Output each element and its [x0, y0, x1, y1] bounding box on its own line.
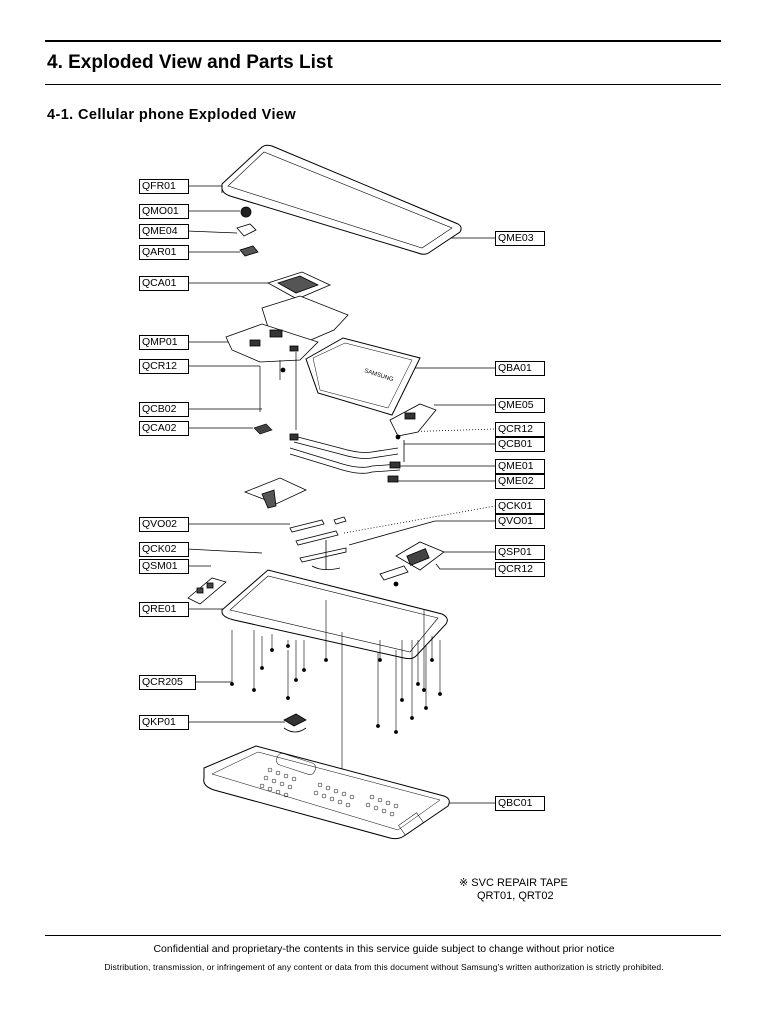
qme04-part [236, 223, 257, 237]
leader-qcr12-b [435, 563, 495, 570]
footer-confidential: Confidential and proprietary-the content… [153, 943, 615, 955]
label-qme01: QME01 [495, 459, 545, 474]
leader-qvo01-a [348, 520, 436, 546]
note-line2: QRT01, QRT02 [477, 890, 554, 902]
label-qvo01: QVO01 [495, 514, 545, 529]
label-qck01: QCK01 [495, 499, 545, 514]
label-qre01: QRE01 [139, 602, 189, 617]
qca02-part [253, 423, 273, 435]
key-part [283, 713, 307, 733]
label-qcr205: QCR205 [139, 675, 196, 690]
side-keys-part [289, 516, 347, 570]
battery-part: SAMSUNG [305, 337, 421, 416]
label-qck02: QCK02 [139, 542, 189, 557]
nfc-flex-part [243, 477, 307, 509]
label-qvo02: QVO02 [139, 517, 189, 532]
speaker-part [379, 541, 445, 587]
title-rule [45, 84, 721, 85]
label-qkp01: QKP01 [139, 715, 189, 730]
footer-distribution: Distribution, transmission, or infringem… [104, 962, 664, 972]
subsection-title: 4-1. Cellular phone Exploded View [47, 107, 297, 123]
label-qme03: QME03 [495, 231, 545, 246]
label-qcr12-right-b: QCR12 [495, 562, 545, 577]
sim-tray-part [187, 577, 227, 605]
label-qcr12: QCR12 [139, 359, 189, 374]
screws-part [230, 600, 442, 780]
label-qar01: QAR01 [139, 245, 189, 260]
note-text: SVC REPAIR TAPE [471, 877, 568, 889]
label-qme05: QME05 [495, 398, 545, 413]
leader-qck01 [343, 505, 496, 534]
label-qca01: QCA01 [139, 276, 189, 291]
leader-qme04 [186, 230, 238, 234]
section-title: 4. Exploded View and Parts List [47, 52, 333, 73]
label-qcb01: QCB01 [495, 437, 545, 452]
label-qsm01: QSM01 [139, 559, 189, 574]
sub-pcb-part [389, 403, 437, 440]
flex-cables-part [289, 433, 405, 483]
footer-rule [45, 935, 721, 936]
label-qcb02: QCB02 [139, 402, 189, 417]
front-display-part [221, 144, 462, 255]
label-qmp01: QMP01 [139, 335, 189, 350]
label-qsp01: QSP01 [495, 545, 545, 560]
back-cover-part [203, 745, 450, 840]
label-qca02: QCA02 [139, 421, 189, 436]
antenna-part [239, 245, 259, 257]
label-qcr12-right-a: QCR12 [495, 422, 545, 437]
label-qme04: QME04 [139, 224, 189, 239]
main-pcb-part [225, 295, 349, 430]
label-qbc01: QBC01 [495, 796, 545, 811]
label-qba01: QBA01 [495, 361, 545, 376]
rear-case-part [221, 569, 448, 660]
top-rule [45, 40, 721, 42]
note-line1: ※ SVC REPAIR TAPE [459, 876, 568, 889]
motor-part [240, 206, 252, 218]
label-qme02: QME02 [495, 474, 545, 489]
reference-mark-icon: ※ [459, 877, 469, 889]
camera-module-part [266, 271, 331, 300]
label-qfr01: QFR01 [139, 179, 189, 194]
label-qmo01: QMO01 [139, 204, 189, 219]
leader-qck02 [186, 548, 263, 554]
